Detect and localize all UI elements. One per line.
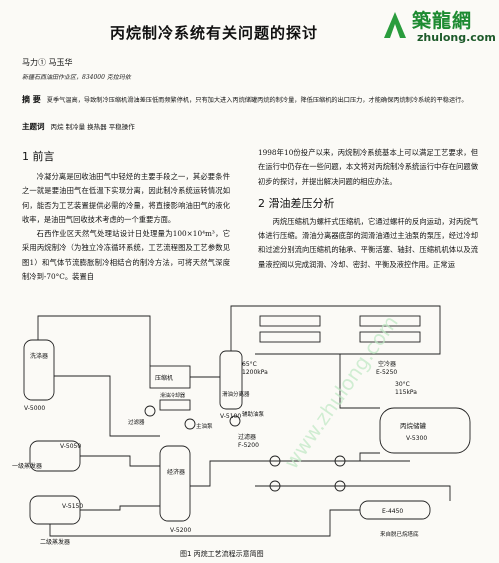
section1-para2: 石西作业区天然气处理站设计日处理量为100×10⁴m³，它采用丙烷制冷（为独立冷… (22, 229, 230, 282)
pump-label: 主油泵 (196, 422, 213, 430)
washer-label: 洗涤器 (30, 352, 48, 360)
v5100-label: V-5100 (220, 413, 241, 420)
aircooler-label: 空冷器 (378, 360, 396, 368)
section1-heading: 1 前言 (22, 150, 55, 163)
section2-para1: 丙烷压缩机为螺杆式压缩机，它通过螺杆的反向运动，对丙烷气体进行压缩。滑油分离器底… (258, 216, 478, 269)
compressor-label: 压缩机 (155, 374, 173, 382)
oil-cooler (159, 399, 191, 411)
tank-label: 丙烷储罐 (400, 421, 427, 430)
v5200-label: V-5200 (170, 527, 191, 534)
logo-english: zhulong.com (417, 31, 496, 44)
oil-separator (219, 350, 243, 410)
evaporator2-vessel (29, 495, 81, 525)
abstract-label: 摘 要 (22, 94, 41, 104)
v5300-label: V-5300 (406, 435, 427, 442)
right-column: 1998年10份投产以来，丙烷制冷系统基本上可以满足工艺要求，但在运行中仍存在一… (258, 146, 478, 272)
main-pump-symbol (184, 418, 196, 430)
e5250-label: E-5250 (376, 369, 397, 376)
process-flow-diagram: 洗涤器 V-5000 V-5050 一级蒸发器 V-5150 二级蒸发器 经济器… (12, 305, 471, 546)
keywords-label: 主题词 (22, 122, 45, 131)
filter-symbol (144, 405, 156, 417)
logo-mark-icon (384, 12, 406, 38)
aux-pump-label: 辅助油泵 (242, 410, 265, 418)
economizer-vessel (159, 445, 191, 522)
t30-label: 30°C (395, 381, 410, 388)
abstract-text: 夏季气温高，导致制冷压缩机滑油差压低而频繁停机，只有加大进入丙烷储罐丙烷的制冷量… (46, 97, 468, 104)
washer-vessel (23, 339, 55, 401)
site-logo: 築龍網 zhulong.com (380, 4, 496, 50)
propane-tank (379, 407, 471, 454)
e4450-label: E-4450 (382, 508, 403, 515)
filter-label: 过滤器 (128, 418, 145, 426)
keywords-text: 丙烷 制冷量 换热器 平稳操作 (50, 123, 135, 131)
figure-caption: 图1 丙烷工艺流程示意简图 (180, 550, 264, 558)
f-label: 过滤器 (238, 433, 256, 441)
right-para1: 1998年10份投产以来，丙烷制冷系统基本上可以满足工艺要求，但在运行中仍存在一… (258, 148, 478, 186)
f5200-label: F-5200 (238, 442, 259, 449)
v5000-label: V-5000 (24, 405, 45, 412)
air-cooler-bank (255, 305, 430, 355)
econ1-label: 一级蒸发器 (12, 462, 42, 470)
keywords: 主题词丙烷 制冷量 换热器 平稳操作 (22, 121, 135, 132)
paper-title: 丙烷制冷系统有关问题的探讨 (110, 24, 319, 42)
authors: 马力① 马玉华 (22, 58, 73, 67)
left-column: 1 前言 冷凝分离是回收油田气中轻烃的主要手段之一，其必要条件之一就是要油田气在… (22, 148, 230, 284)
from-label: 来自脱已烷塔底 (380, 530, 419, 538)
piping (37, 305, 451, 537)
p115-label: 115kPa (395, 389, 417, 396)
logo-chinese: 築龍網 (412, 10, 473, 32)
cooler-label: 滑油冷却器 (160, 392, 185, 399)
section2-heading: 2 滑油差压分析 (258, 196, 335, 210)
economizer-label: 经济器 (167, 468, 185, 476)
filter-bank (255, 455, 410, 492)
v5050-label: V-5050 (60, 443, 81, 450)
separator-label: 滑油分离器 (222, 390, 250, 398)
affiliation: 新疆石西油田作业区，834000 克拉玛依 (22, 74, 131, 81)
v5150-label: V-5150 (62, 503, 83, 510)
econ2-label: 二级蒸发器 (40, 538, 70, 546)
temp-label: 65°C (242, 361, 257, 368)
abstract: 摘 要夏季气温高，导致制冷压缩机滑油差压低而频繁停机，只有加大进入丙烷储罐丙烷的… (22, 94, 477, 106)
press-label: 1200kPa (242, 369, 268, 376)
aux-pump-symbol (229, 415, 241, 427)
section1-para1: 冷凝分离是回收油田气中轻烃的主要手段之一，其必要条件之一就是要油田气在低温下实现… (22, 172, 230, 224)
